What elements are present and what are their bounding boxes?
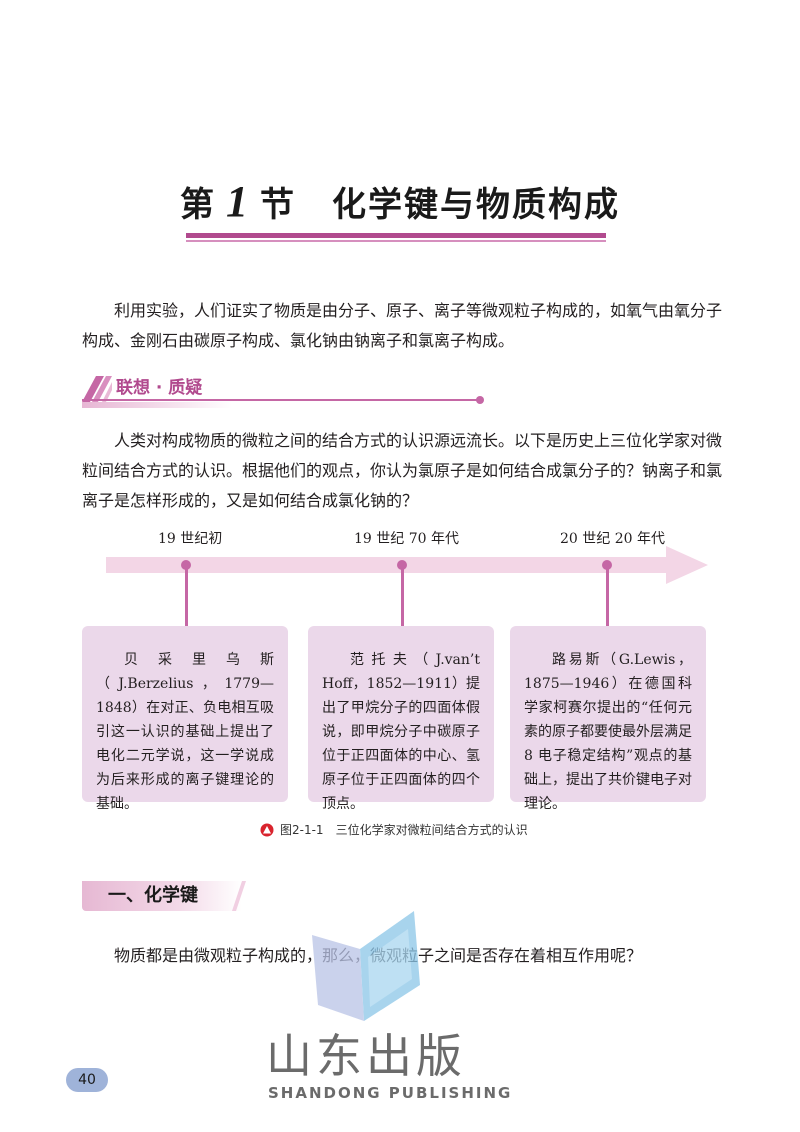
- title-prefix: 第: [180, 185, 216, 225]
- title-name: 化学键与物质构成: [332, 185, 620, 225]
- card-text: 贝采里乌斯（J.Berzelius，1779—1848）在对正、负电相互吸引这一…: [96, 652, 274, 812]
- section-think-title: 联想 · 质疑: [116, 378, 203, 398]
- section-stripes-icon: [82, 376, 112, 402]
- timeline-arrow: [106, 546, 708, 584]
- publisher-book-logo: [312, 911, 420, 1021]
- title-number: 1: [226, 177, 250, 226]
- section-think-band: [82, 402, 232, 408]
- card-text: 范托夫（J.van’t Hoff，1852—1911）提出了甲烷分子的四面体假说…: [322, 652, 480, 812]
- section-think-dot: [476, 396, 484, 404]
- publisher-logo-cn: 山东出版: [266, 1029, 466, 1083]
- figure-triangle-icon: [260, 823, 274, 837]
- section-think-line: [82, 399, 480, 401]
- era-label-2: 19 世纪 70 年代: [354, 531, 459, 547]
- page-number: 40: [66, 1068, 108, 1092]
- figure-caption: 图2-1-1 三位化学家对微粒间结合方式的认识: [280, 823, 528, 837]
- title-underline: [186, 233, 606, 238]
- think-paragraph: 人类对构成物质的微粒之间的结合方式的认识源远流长。以下是历史上三位化学家对微粒间…: [82, 431, 723, 510]
- publisher-logo-en: SHANDONG PUBLISHING: [268, 1084, 513, 1102]
- timeline-stem-2: [401, 565, 404, 629]
- chemist-card-vanthoff: 范托夫（J.van’t Hoff，1852—1911）提出了甲烷分子的四面体假说…: [308, 626, 494, 812]
- title-underline-thin: [186, 240, 606, 242]
- chemist-card-lewis: 路易斯（G.Lewis，1875—1946）在德国科学家柯赛尔提出的“任何元素的…: [510, 626, 706, 812]
- era-label-1: 19 世纪初: [158, 531, 223, 547]
- title-suffix: 节: [260, 185, 296, 225]
- card-text: 路易斯（G.Lewis，1875—1946）在德国科学家柯赛尔提出的“任何元素的…: [524, 652, 692, 812]
- era-label-3: 20 世纪 20 年代: [560, 531, 665, 547]
- timeline-stem-1: [185, 565, 188, 629]
- section-bond-stripes-icon: [232, 881, 246, 911]
- section-bond-band: [82, 881, 242, 911]
- chemist-card-berzelius: 贝采里乌斯（J.Berzelius，1779—1848）在对正、负电相互吸引这一…: [82, 626, 288, 812]
- timeline-stem-3: [606, 565, 609, 629]
- intro-paragraph: 利用实验，人们证实了物质是由分子、原子、离子等微观粒子构成的，如氧气由氧分子构成…: [82, 301, 723, 350]
- section-bond-title: 一、化学键: [108, 885, 198, 906]
